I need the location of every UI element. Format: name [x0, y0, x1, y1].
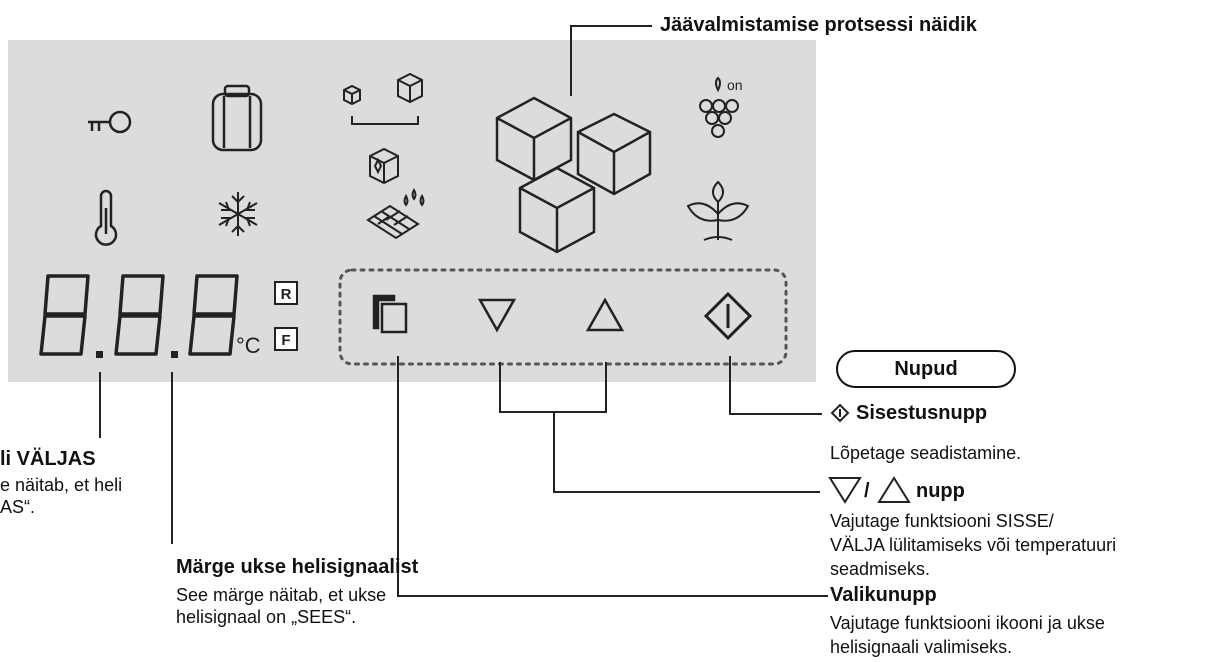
buttons-group-label: Nupud [836, 350, 1016, 388]
enter-icon[interactable] [703, 291, 753, 341]
decimal-dot-2 [171, 351, 178, 358]
grape-icon [699, 76, 739, 138]
updown-desc-2: VÄLJA lülitamiseks või temperatuuri [830, 535, 1117, 555]
door-title: Märge ukse helisignaalist [176, 556, 419, 578]
sound-off-title: li VÄLJAS [0, 448, 96, 470]
down-label-icon [828, 477, 862, 504]
ice-cube-icon [369, 147, 399, 185]
door-desc-2: helisignaal on „SEES“. [176, 607, 357, 627]
sound-off-desc-2: AS“. [0, 497, 36, 517]
mode-f-label: F [281, 332, 290, 349]
key-icon [88, 110, 132, 134]
ice-tray-icon [366, 188, 425, 240]
temperature-unit: °C [236, 333, 261, 358]
enter-title: Sisestusnupp [856, 402, 988, 424]
up-triangle-icon[interactable] [585, 297, 625, 332]
down-triangle-icon[interactable] [477, 298, 517, 333]
menu-desc-2: helisignaali valimiseks. [830, 637, 1013, 657]
luggage-icon [211, 84, 263, 152]
ice-size-icon [343, 72, 423, 125]
updown-title: nupp [916, 480, 965, 502]
ice-process-label: Jäävalmistamise protsessi näidik [660, 14, 977, 36]
decimal-dot-1 [96, 351, 103, 358]
leader-lines [99, 25, 828, 597]
updown-sep: / [864, 480, 870, 502]
mode-r-label: R [281, 286, 292, 303]
door-desc-1: See märge näitab, et ukse [176, 585, 387, 605]
snowflake-icon [218, 192, 258, 236]
digit-display [39, 274, 239, 356]
control-panel [8, 40, 816, 382]
mode-f-box [274, 327, 298, 351]
menu-icon[interactable] [372, 294, 408, 334]
menu-desc-1: Vajutage funktsiooni ikooni ja ukse [830, 613, 1105, 633]
sound-off-desc-1: e näitab, et heli [0, 475, 123, 495]
ice-on-indicator: on [727, 77, 743, 93]
ice-process-icon [495, 96, 652, 254]
enter-label-icon [830, 403, 850, 423]
thermometer-icon [94, 189, 118, 246]
up-label-icon [877, 476, 911, 503]
updown-desc-1: Vajutage funktsiooni SISSE/ [830, 511, 1054, 531]
plant-icon [686, 180, 750, 241]
enter-desc: Lõpetage seadistamine. [830, 443, 1022, 463]
button-group-outline [338, 268, 788, 366]
updown-desc-3: seadmiseks. [830, 559, 931, 579]
menu-title: Valikunupp [830, 584, 937, 606]
mode-r-box [274, 281, 298, 305]
